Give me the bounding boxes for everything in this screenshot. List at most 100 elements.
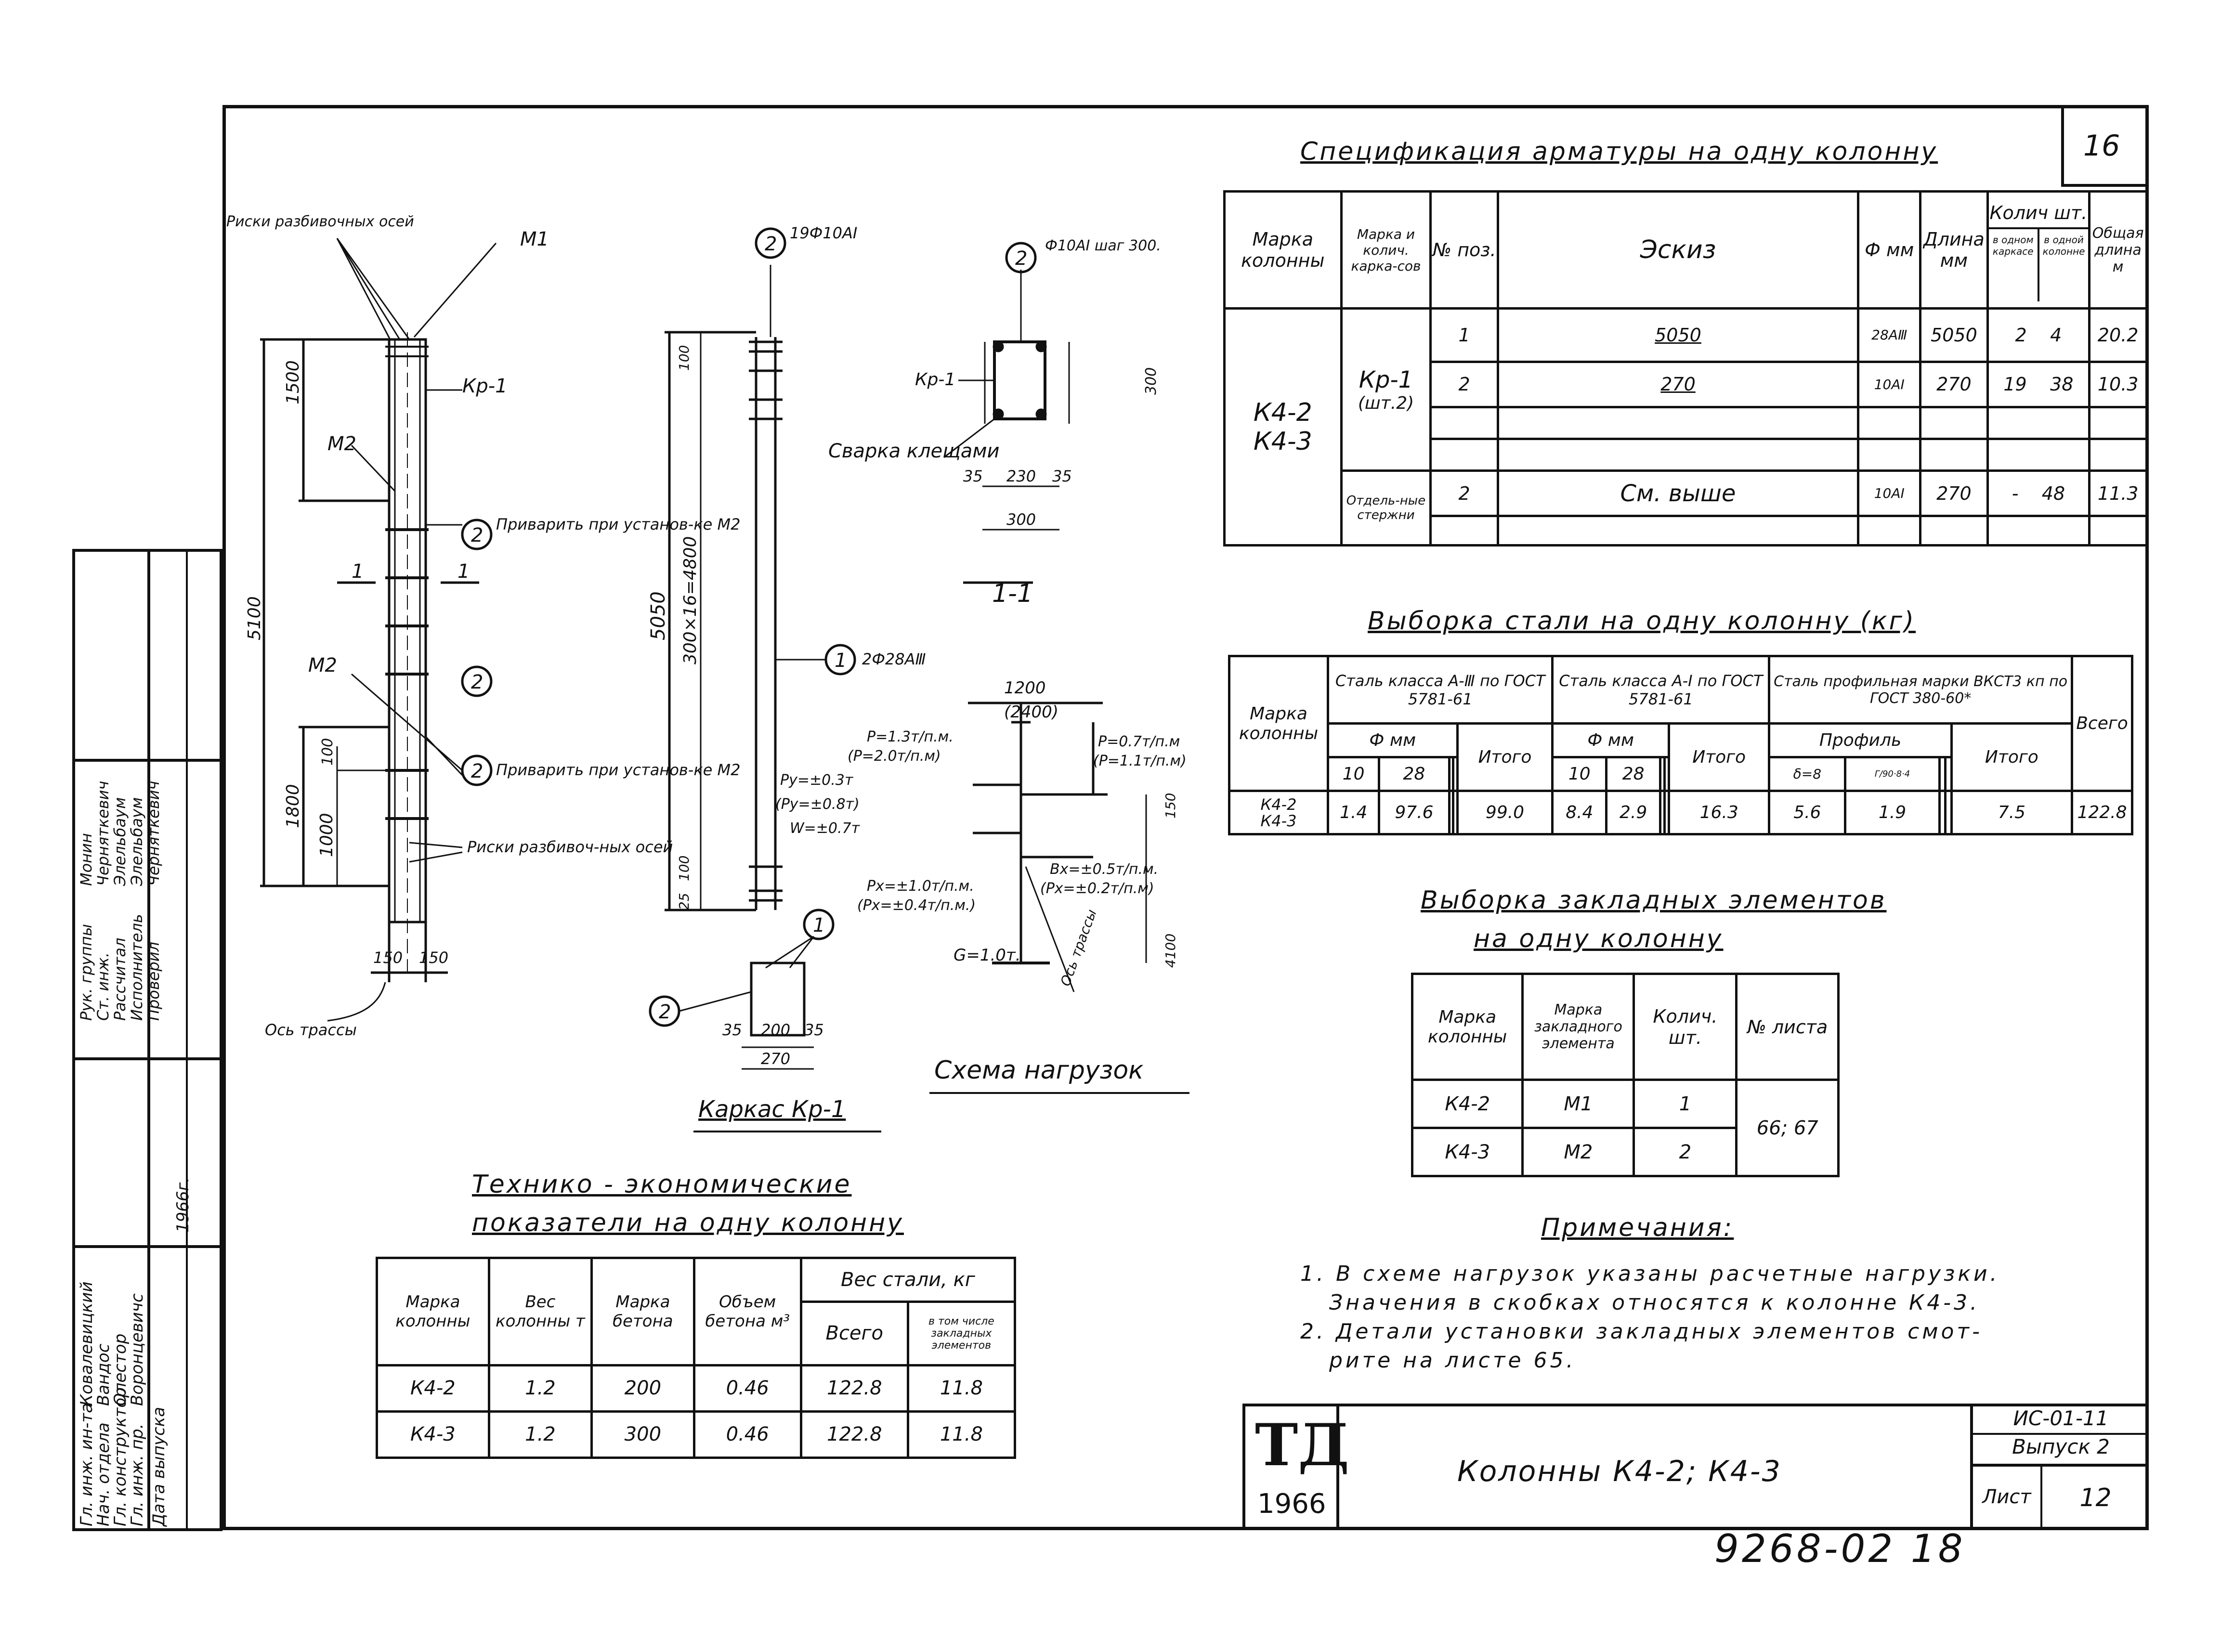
sec-dim-300: 300 <box>1006 510 1036 529</box>
spec-h-frame: Марка и колич. карка-сов <box>1340 190 1432 310</box>
embed-sheets: 66; 67 <box>1735 1079 1840 1177</box>
title-code-cell: ИС-01-11 <box>1973 1406 2149 1435</box>
spec-len-2: 270 <box>1919 360 1989 408</box>
spec-h-total: Общая длина м <box>2088 190 2148 310</box>
embed-h-qty: Колич. шт. <box>1633 973 1738 1081</box>
sec-dim-35a: 35 <box>963 467 983 485</box>
spec-dia-3: 10АⅠ <box>1857 469 1922 518</box>
load-w: W=±0.7т <box>790 820 861 837</box>
embed-h-mark: Марка колонны <box>1411 973 1524 1081</box>
spec-h-qty: Колич шт. в одном каркасе в одной колонн… <box>1986 190 2091 310</box>
sheet-frame <box>222 105 2149 1530</box>
load-span: 1200 <box>1004 678 1046 698</box>
note-line-2: Значения в скобках относятся к колонне К… <box>1329 1290 1980 1315</box>
note-line-3: 2. Детали установки закладных элементов … <box>1300 1319 1983 1344</box>
tech-h-volume: Объем бетона м³ <box>692 1257 802 1366</box>
stamp-row-3-role: Гл. конструктор <box>111 1387 130 1526</box>
circle-num-frame-mid: 1 <box>835 650 847 672</box>
note-line-4: рите на листе 65. <box>1329 1348 1576 1373</box>
spec-len-3: 270 <box>1919 469 1989 518</box>
spec-total-3: 11.3 <box>2088 469 2148 518</box>
label-m2-mid: М2 <box>308 654 337 676</box>
load-px2: (Px=±0.4т/п.м.) <box>857 897 976 914</box>
steel-v4: 99.0 <box>1456 790 1554 835</box>
stamp-row-7-role: Рассчитал <box>111 937 129 1021</box>
bot-dim-200: 200 <box>761 1021 790 1039</box>
load-span-2: (2400) <box>1004 702 1058 722</box>
load-g: G=1.0т. <box>954 946 1021 965</box>
spec-sketch-3: См. выше <box>1496 469 1860 518</box>
steel-g1-c1: 10 <box>1326 756 1381 792</box>
stamp-row-6-role: Ст. инж. <box>94 952 112 1021</box>
steel-v6: 2.9 <box>1605 790 1662 835</box>
embed-h-element: Марка закладного элемента <box>1521 973 1635 1081</box>
bot-dim-35b: 35 <box>804 1021 824 1039</box>
steel-row: К4-2 К4-3 1.4 97.6 99.0 8.4 2.9 16.3 5.6… <box>1228 790 2133 835</box>
embed-mark-1: К4-2 <box>1411 1079 1524 1129</box>
tech-h-weight: Вес колонны т <box>487 1257 593 1366</box>
spec-q2-3: 48 <box>2041 482 2065 504</box>
tech-r1-embedded: 11.8 <box>906 1364 1017 1413</box>
steel-h-itogo-2: Итого <box>1668 722 1771 792</box>
steel-v9: 16.3 <box>1668 790 1771 835</box>
steel-row-mark: К4-2 К4-3 <box>1228 790 1329 835</box>
steel-h-itogo-3: Итого <box>1950 722 2074 792</box>
tech-h-steel: Вес стали, кг <box>799 1256 1017 1303</box>
tech-r1-volume: 0.46 <box>692 1364 802 1413</box>
steel-h-total: Всего <box>2071 655 2133 792</box>
bot-dim-35a: 35 <box>722 1021 742 1039</box>
spec-q1-3: - <box>2012 482 2019 504</box>
label-m2-top: М2 <box>327 433 356 455</box>
spec-pos-1: 1 <box>1429 307 1499 363</box>
label-kr1-sec: Кр-1 <box>915 370 955 390</box>
label-m1: М1 <box>520 228 549 250</box>
label-section-left: 1 <box>352 560 364 583</box>
steel-v0: 1.4 <box>1326 790 1381 835</box>
spec-sketch-1: 5050 <box>1496 307 1860 363</box>
stamp-row-9-name: Черняткевич <box>144 780 163 886</box>
embed-qty-1: 1 <box>1633 1079 1738 1129</box>
steel-h-itogo-1: Итого <box>1456 722 1554 792</box>
load-p1b: (P=2.0т/п.м) <box>848 748 941 765</box>
steel-v13 <box>1944 790 1953 835</box>
label-axis-trace: Ось трассы <box>265 1021 357 1039</box>
spec-col-mark-2: К4-3 <box>1253 427 1312 456</box>
dim-150-a: 150 <box>373 949 403 967</box>
steel-row-mark-2: К4-3 <box>1260 811 1297 830</box>
spec-qty-3: - 48 <box>1986 469 2091 518</box>
stamp-row-8-role: Исполнитель <box>128 914 146 1021</box>
tech-r2-volume: 0.46 <box>692 1410 802 1459</box>
stamp-row-1-name: Ковалевицкий <box>77 1281 96 1406</box>
bottom-code: 9268-02 18 <box>1714 1526 1966 1571</box>
circle-num-sec: 2 <box>1015 247 1027 270</box>
embed-table-title-1: Выборка закладных элементов <box>1421 886 1887 915</box>
steel-h-dia-2: Ф мм <box>1551 722 1671 758</box>
sec-dim-35b: 35 <box>1052 467 1072 485</box>
dim-150-b: 150 <box>419 949 448 967</box>
spec-h-mark: Марка колонны <box>1223 190 1343 310</box>
tech-r1-concrete: 200 <box>590 1364 695 1413</box>
spec-col-marks: К4-2 К4-3 <box>1223 307 1343 546</box>
load-px: Px=±1.0т/п.м. <box>867 878 974 895</box>
steel-v10: 5.6 <box>1768 790 1847 835</box>
label-weld-m2-1: Приварить при установ-ке М2 <box>496 515 740 533</box>
load-p2: P=0.7т/п.м <box>1098 733 1180 750</box>
tech-h-embedded: в том числе закладных элементов <box>906 1301 1017 1366</box>
dim-5050: 5050 <box>647 591 669 640</box>
spec-dia-2: 10АⅠ <box>1857 360 1922 408</box>
steel-g1-c2: 28 <box>1378 756 1450 792</box>
dim-1500: 1500 <box>283 360 303 404</box>
steel-v2 <box>1448 790 1454 835</box>
spec-separate: Отдель-ные стержни <box>1340 469 1432 546</box>
embed-table: Марка колонны Марка закладного элемента … <box>1411 973 1840 1177</box>
dim-5100: 5100 <box>245 596 264 640</box>
tech-r2-total: 122.8 <box>799 1410 909 1459</box>
steel-table: Марка колонны Сталь класса А-Ⅲ по ГОСТ 5… <box>1228 655 2133 835</box>
steel-v15: 122.8 <box>2071 790 2133 835</box>
spec-h-pos: № поз. <box>1429 190 1499 310</box>
stamp-date-label: Дата выпуска <box>149 1406 169 1526</box>
steel-g3-c2: Г/90·8·4 <box>1844 756 1941 792</box>
load-axis: Ось трассы <box>1058 907 1100 988</box>
circle-num-col-3: 2 <box>471 760 483 782</box>
label-kr1: Кр-1 <box>462 375 508 397</box>
